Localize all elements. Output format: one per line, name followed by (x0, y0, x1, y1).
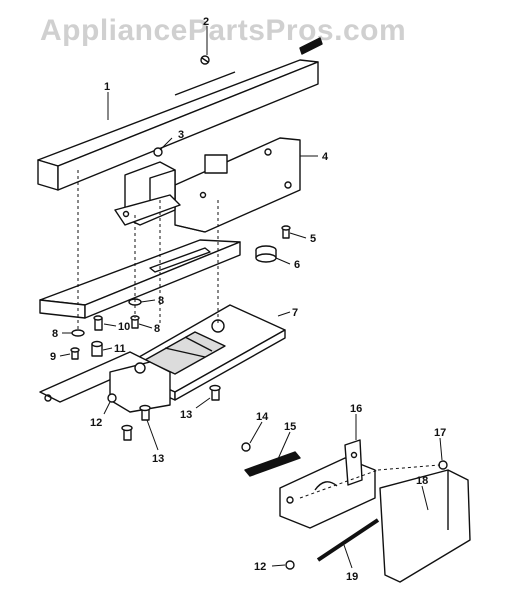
callout-17: 17 (434, 427, 446, 439)
part-6-foot (255, 245, 277, 263)
callout-13-a: 13 (180, 409, 192, 421)
callout-8-a: 8 (158, 295, 164, 307)
part-11-spacer (91, 340, 103, 357)
callout-8-b: 8 (154, 323, 160, 335)
callout-11: 11 (114, 343, 126, 355)
part-14-screw (241, 442, 251, 452)
part-9-screw (70, 347, 80, 360)
watermark: AppliancePartsPros.com (40, 14, 407, 47)
part-13-screw-b (139, 404, 151, 421)
callout-12-a: 12 (90, 417, 102, 429)
callout-3: 3 (178, 129, 184, 141)
callout-9: 9 (50, 351, 56, 363)
callout-8-c: 8 (52, 328, 58, 340)
part-8-washer-b (71, 329, 85, 337)
callout-16: 16 (350, 403, 362, 415)
part-12-screw-a (107, 393, 117, 403)
part-12-screw-b (285, 560, 295, 570)
lower-bracket (39, 351, 171, 413)
part-19-rod (316, 518, 380, 562)
callout-7: 7 (292, 307, 298, 319)
part-16-bracket (279, 439, 376, 529)
callout-10: 10 (118, 321, 130, 333)
callout-12-b: 12 (254, 561, 266, 573)
part-1-rail (37, 37, 323, 191)
part-10-screw (93, 315, 103, 331)
slide-bar (39, 239, 241, 319)
callout-5: 5 (310, 233, 316, 245)
part-13-screw-c (121, 424, 133, 441)
callout-13-b: 13 (152, 453, 164, 465)
alignment-lines (77, 170, 441, 499)
callout-2: 2 (203, 16, 209, 28)
part-4-bracket (114, 137, 301, 233)
part-18-handle (379, 469, 471, 583)
callout-19: 19 (346, 571, 358, 583)
callout-14: 14 (256, 411, 269, 423)
part-17-screw (438, 460, 448, 470)
part-2-screw (200, 55, 210, 65)
part-15-strip (244, 451, 301, 477)
leader-lines (59, 26, 443, 569)
callout-6: 6 (294, 259, 300, 271)
part-5-screw (281, 225, 291, 239)
callout-18: 18 (416, 475, 428, 487)
part-13-screw-a (209, 384, 221, 401)
callout-4: 4 (322, 151, 329, 163)
callout-1: 1 (104, 81, 110, 93)
callout-15: 15 (284, 421, 296, 433)
